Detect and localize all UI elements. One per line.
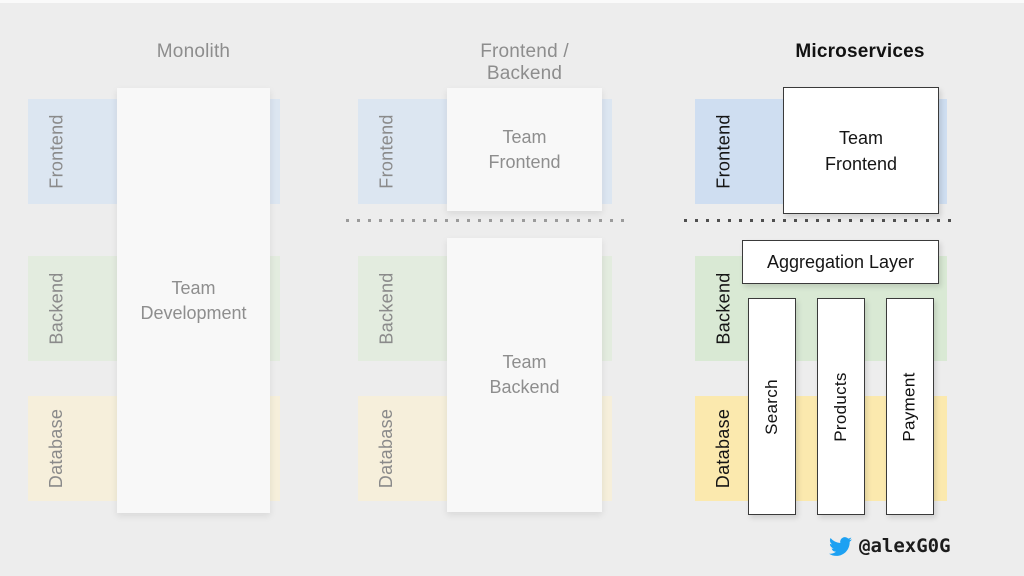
- team-development-card: Team Development: [117, 88, 270, 513]
- card-text-line: Team: [171, 277, 216, 298]
- card-text-line: Frontend: [488, 151, 561, 172]
- service-box-search: Search: [748, 298, 796, 515]
- team-backend-card: Team Backend: [447, 238, 602, 512]
- team-boundary-dotted-line: [346, 219, 624, 222]
- twitter-bird-icon: [829, 537, 852, 556]
- twitter-handle: @alexG0G: [859, 535, 951, 557]
- database-band-label: Database: [376, 408, 397, 489]
- card-text-line: Team: [502, 126, 547, 147]
- frontend-band-label: Frontend: [713, 114, 734, 189]
- aggregation-layer-box: Aggregation Layer: [742, 240, 939, 284]
- frontend-band-label: Frontend: [376, 114, 397, 189]
- column-title-frontend-backend: Frontend / Backend: [480, 41, 569, 84]
- team-frontend-card: Team Frontend: [447, 88, 602, 211]
- service-box-products: Products: [817, 298, 865, 515]
- slide-top-edge: [0, 0, 1024, 3]
- database-band-label: Database: [713, 408, 734, 489]
- team-frontend-card: Team Frontend: [783, 87, 939, 214]
- card-text-line: Frontend: [824, 153, 898, 174]
- service-box-payment: Payment: [886, 298, 934, 515]
- column-title-microservices: Microservices: [795, 41, 925, 62]
- card-text-line: Development: [140, 302, 247, 323]
- database-band-label: Database: [46, 408, 67, 489]
- column-title-monolith: Monolith: [156, 41, 231, 62]
- team-boundary-dotted-line: [684, 219, 959, 222]
- card-text-line: Team: [502, 352, 547, 372]
- card-text-line: Backend: [489, 377, 560, 397]
- frontend-band-label: Frontend: [46, 114, 67, 189]
- card-text-line: Team: [838, 127, 883, 148]
- backend-band-label: Backend: [376, 272, 397, 345]
- backend-band-label: Backend: [46, 272, 67, 345]
